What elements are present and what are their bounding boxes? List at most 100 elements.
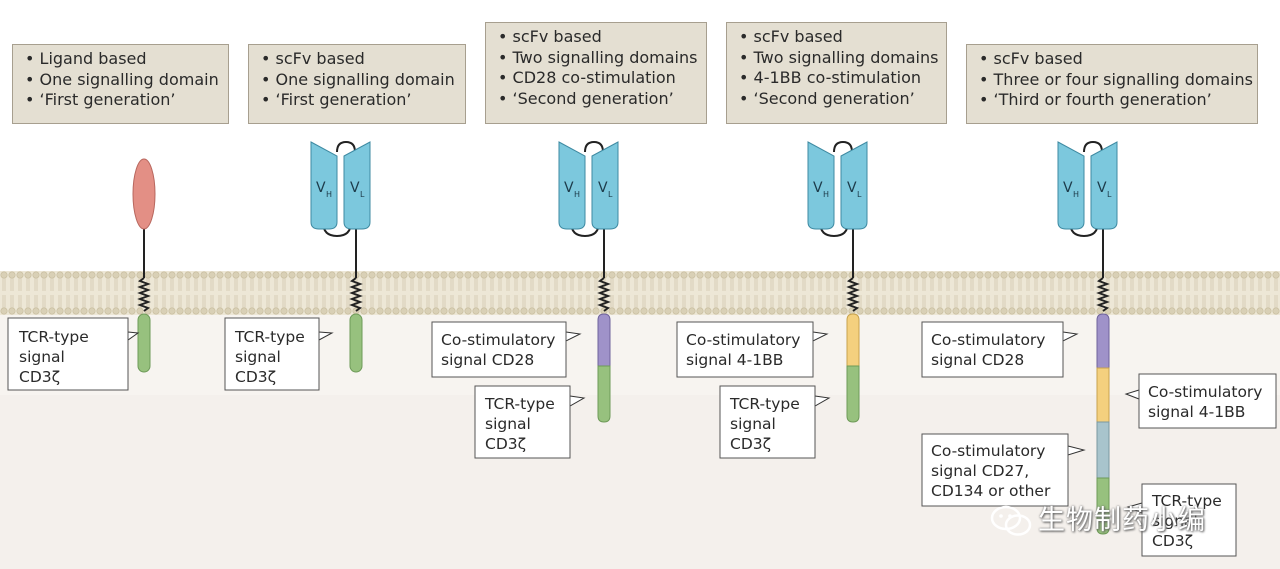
ligand-domain bbox=[132, 158, 156, 230]
transmembrane-coil bbox=[597, 277, 611, 312]
generation-box-line: scFv based bbox=[498, 27, 696, 48]
vl-domain bbox=[343, 141, 371, 230]
callout-line: TCR-type bbox=[234, 328, 305, 346]
tcr-signal-domain bbox=[1096, 477, 1110, 535]
vh-subscript: H bbox=[574, 190, 580, 199]
generation-box-line: scFv based bbox=[979, 49, 1247, 70]
4-1bb-domain bbox=[846, 313, 860, 367]
cd28-domain bbox=[597, 313, 611, 367]
vl-subscript: L bbox=[857, 190, 862, 199]
transmembrane-coil bbox=[1096, 277, 1110, 312]
generation-box-line: scFv based bbox=[739, 27, 936, 48]
callout-line: CD3ζ bbox=[1152, 532, 1193, 550]
tcr-signal-domain bbox=[137, 313, 151, 373]
cd28-domain bbox=[1096, 313, 1110, 369]
callout-line: CD3ζ bbox=[730, 435, 771, 453]
vh-subscript: H bbox=[823, 190, 829, 199]
callout-line: TCR-type bbox=[1151, 492, 1222, 510]
generation-box-line: Two signalling domains bbox=[739, 48, 939, 69]
vl-label: V bbox=[847, 180, 857, 196]
callout-tcr-box bbox=[7, 317, 129, 391]
callout-line: signal bbox=[485, 415, 531, 433]
generation-box-5: scFv based Three or four signalling doma… bbox=[966, 44, 1258, 124]
cd27-cd134-domain bbox=[1096, 421, 1110, 479]
generation-box-3: scFv based Two signalling domains CD28 c… bbox=[485, 22, 707, 124]
generation-box-line: Ligand based bbox=[25, 49, 218, 70]
callout-line: signal CD28 bbox=[931, 351, 1024, 369]
callout-line: signal 4-1BB bbox=[1148, 403, 1245, 421]
generation-box-1: Ligand based One signalling domain ‘Firs… bbox=[12, 44, 229, 124]
callout-cd28-box bbox=[921, 321, 1064, 378]
generation-box-line: Three or four signalling domains bbox=[979, 70, 1253, 91]
callout-tcr-box bbox=[1141, 483, 1237, 557]
generation-box-line: ‘Second generation’ bbox=[739, 89, 936, 110]
generation-box-line: ‘Second generation’ bbox=[498, 89, 696, 110]
vl-domain bbox=[840, 141, 868, 230]
tcr-signal-domain bbox=[597, 365, 611, 423]
callout-line: CD3ζ bbox=[485, 435, 526, 453]
4-1bb-domain bbox=[1096, 367, 1110, 423]
vl-label: V bbox=[1097, 180, 1107, 196]
callout-line: signal CD28 bbox=[441, 351, 534, 369]
callout-4-1bb-box bbox=[1138, 373, 1277, 429]
callout-tcr-box bbox=[224, 317, 320, 391]
callout-line: TCR-type bbox=[18, 328, 89, 346]
callout-line: CD3ζ bbox=[235, 368, 276, 386]
vh-subscript: H bbox=[1073, 190, 1079, 199]
cytoplasm-lower-band bbox=[0, 395, 1280, 569]
callout-line: signal bbox=[730, 415, 776, 433]
generation-box-line: ‘Third or fourth generation’ bbox=[979, 90, 1247, 111]
wechat-icon bbox=[990, 505, 1032, 536]
generation-box-line: ‘First generation’ bbox=[25, 90, 218, 111]
generation-box-line: Two signalling domains bbox=[498, 48, 698, 69]
callout-line: CD134 or other bbox=[931, 482, 1051, 500]
callout-line: TCR-type bbox=[729, 395, 800, 413]
callout-line: Co-stimulatory bbox=[686, 331, 800, 349]
transmembrane-coil bbox=[846, 277, 860, 312]
callout-line: signal bbox=[1152, 512, 1198, 530]
callout-cd28-box bbox=[431, 321, 567, 378]
vh-label: V bbox=[813, 180, 823, 196]
watermark-text: 生物制药小编 bbox=[1038, 505, 1206, 536]
generation-box-line: scFv based bbox=[261, 49, 455, 70]
transmembrane-coil bbox=[137, 277, 151, 312]
callout-line: signal bbox=[235, 348, 281, 366]
callout-line: signal 4-1BB bbox=[686, 351, 783, 369]
generation-box-4: scFv based Two signalling domains 4-1BB … bbox=[726, 22, 947, 124]
generation-box-2: scFv based One signalling domain ‘First … bbox=[248, 44, 466, 124]
car-construct-4: V H V L Co-stimulatory signal 4-1BB TCR-t… bbox=[676, 140, 868, 459]
vl-label: V bbox=[350, 180, 360, 196]
generation-box-line: One signalling domain bbox=[25, 70, 219, 91]
tcr-signal-domain bbox=[349, 313, 363, 373]
tcr-signal-domain bbox=[846, 365, 860, 423]
vh-subscript: H bbox=[326, 190, 332, 199]
callout-line: Co-stimulatory bbox=[931, 442, 1045, 460]
generation-box-line: One signalling domain bbox=[261, 70, 455, 91]
vh-label: V bbox=[316, 180, 326, 196]
callout-line: TCR-type bbox=[484, 395, 555, 413]
vh-domain bbox=[558, 141, 586, 230]
callout-line: signal bbox=[19, 348, 65, 366]
generation-box-line: ‘First generation’ bbox=[261, 90, 455, 111]
generation-box-line: 4-1BB co-stimulation bbox=[739, 68, 936, 89]
generation-box-line: CD28 co-stimulation bbox=[498, 68, 696, 89]
vl-domain bbox=[591, 141, 619, 230]
callout-line: Co-stimulatory bbox=[441, 331, 555, 349]
callout-line: signal CD27, bbox=[931, 462, 1029, 480]
vh-domain bbox=[807, 141, 835, 230]
callout-line: CD3ζ bbox=[19, 368, 60, 386]
callout-tcr-box bbox=[719, 385, 816, 459]
